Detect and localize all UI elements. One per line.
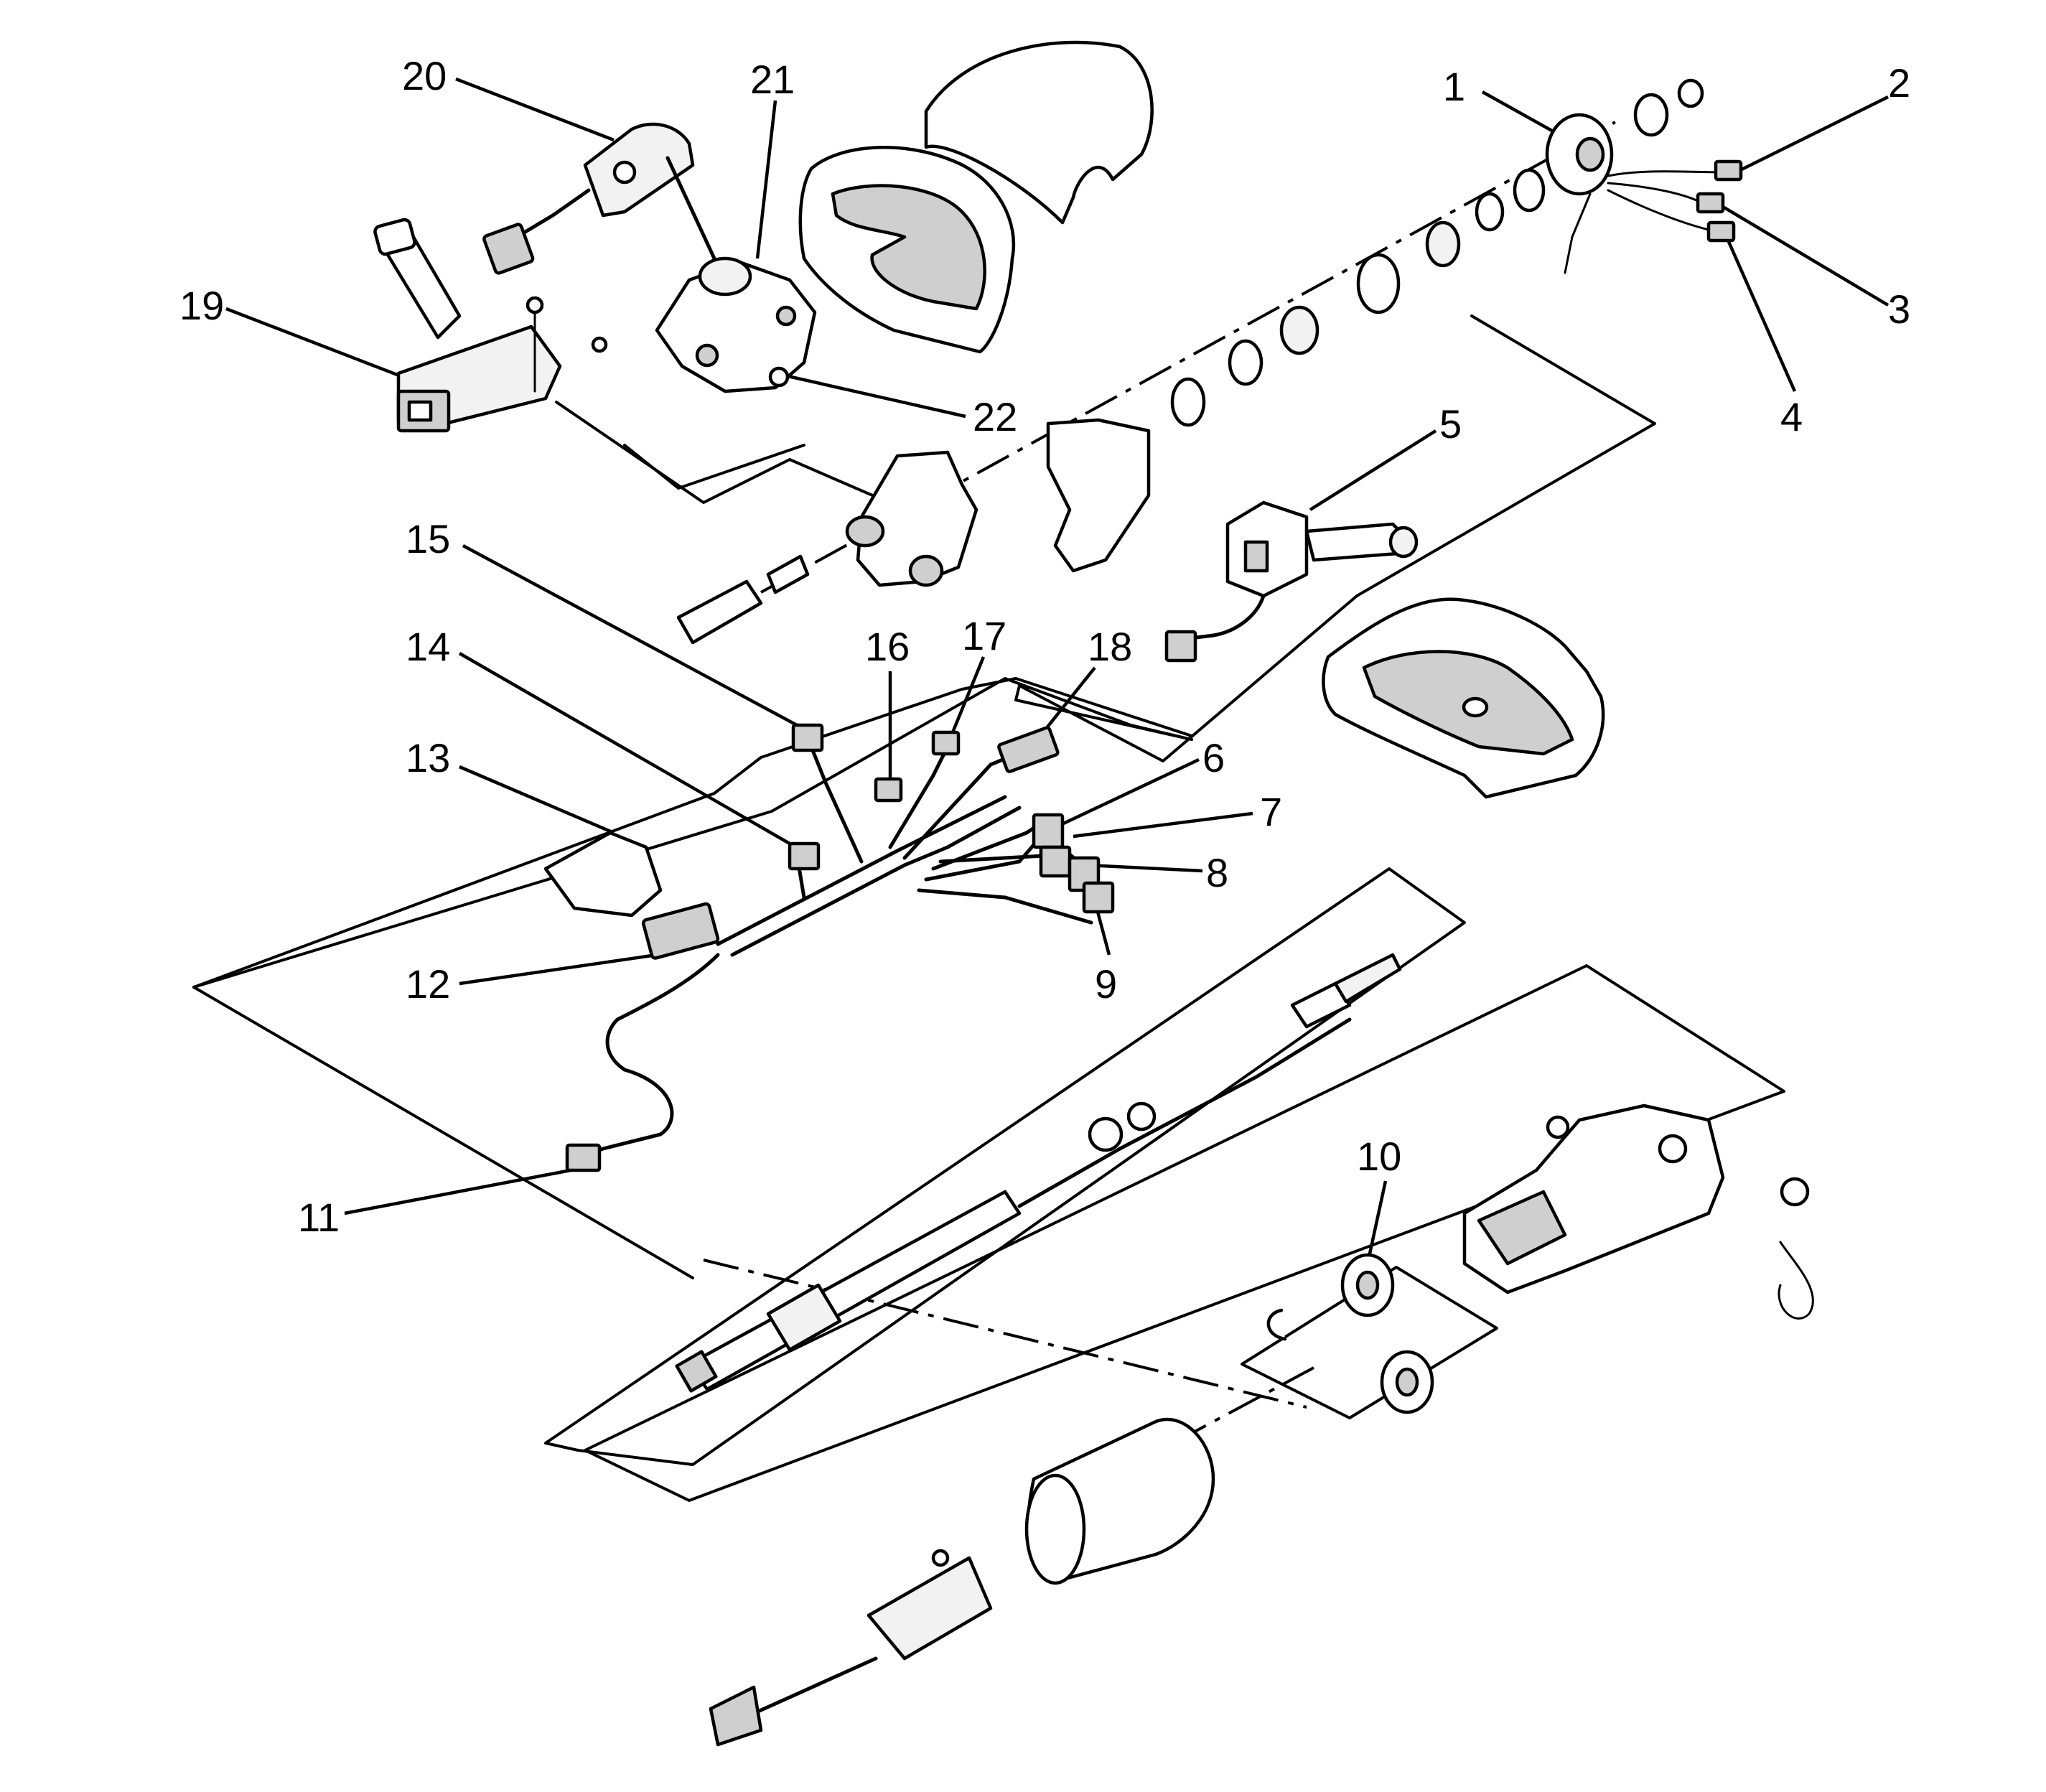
leader-11 <box>344 1168 571 1215</box>
wiper-switch <box>1164 500 1419 663</box>
tilt-head-housing <box>676 418 1151 645</box>
leader-20 <box>455 77 615 142</box>
callout-20: 20 <box>402 53 447 98</box>
callout-6: 6 <box>1202 735 1225 780</box>
bearing <box>1266 1253 1434 1414</box>
wiring-harness <box>543 723 1115 1172</box>
upper-column-cover <box>798 40 1154 354</box>
upper-outline <box>192 314 1656 1279</box>
steering-shaft <box>675 953 1402 1393</box>
callout-16: 16 <box>865 624 910 669</box>
housing-outline <box>584 964 1785 1502</box>
callout-4: 4 <box>1780 394 1803 439</box>
leader-2 <box>1735 95 1889 174</box>
leader-13 <box>459 765 615 835</box>
leader-12 <box>459 953 658 986</box>
lower-axis <box>703 1259 1307 1409</box>
leader-14 <box>458 652 791 845</box>
callout-17: 17 <box>962 613 1006 658</box>
callout-1: 1 <box>1443 64 1465 109</box>
callout-12: 12 <box>406 961 450 1007</box>
callout-11: 11 <box>298 1195 340 1240</box>
shaft-outline <box>544 867 1466 1466</box>
column-housing <box>1462 1103 1814 1320</box>
bearing-outline <box>1241 1266 1498 1419</box>
leader-5 <box>1309 429 1437 511</box>
callout-13: 13 <box>406 735 450 780</box>
callout-9: 9 <box>1095 961 1117 1007</box>
lower-column-cover <box>1322 597 1605 799</box>
leader-19 <box>225 307 431 390</box>
main-axis <box>760 121 1616 594</box>
assembly-outlines <box>192 314 1785 1502</box>
leader-17 <box>949 656 986 737</box>
switch-mount-outline-2 <box>623 444 805 490</box>
leader-22 <box>775 371 966 419</box>
harness-outline <box>192 677 1193 989</box>
callout-10: 10 <box>1357 1134 1401 1179</box>
callout-7: 7 <box>1260 789 1282 834</box>
callout-14: 14 <box>406 624 450 669</box>
callout-18: 18 <box>1088 624 1132 669</box>
leader-3 <box>1718 203 1889 307</box>
callout-15: 15 <box>406 516 450 561</box>
callout-labels: 1 2 3 4 5 6 7 8 9 10 11 12 13 14 15 16 1… <box>179 53 1910 1240</box>
callout-19: 19 <box>179 283 224 328</box>
leader-21 <box>755 100 777 259</box>
lock-module <box>655 256 817 393</box>
leader-7 <box>1073 811 1253 839</box>
leader-6 <box>1058 757 1200 828</box>
callout-5: 5 <box>1439 401 1462 447</box>
leader-15 <box>462 544 798 727</box>
callout-3: 3 <box>1888 286 1910 332</box>
callout-2: 2 <box>1888 60 1910 106</box>
callout-8: 8 <box>1206 850 1228 895</box>
clock-spring-wires <box>1564 159 1743 274</box>
leader-4 <box>1724 236 1797 392</box>
lower-shaft-assembly <box>709 1417 1215 1747</box>
ignition-lock <box>482 122 716 275</box>
callout-22: 22 <box>973 394 1017 439</box>
callout-21: 21 <box>750 57 795 102</box>
multifunction-switch <box>373 218 608 433</box>
leader-lines <box>225 77 1889 1264</box>
switch-mount-outline <box>555 401 899 536</box>
centerlines <box>703 121 1616 1473</box>
leader-10 <box>1365 1180 1388 1264</box>
leader-8 <box>1087 863 1203 873</box>
shaft-rings <box>1170 78 1704 427</box>
shaft-axis <box>1119 1366 1314 1473</box>
